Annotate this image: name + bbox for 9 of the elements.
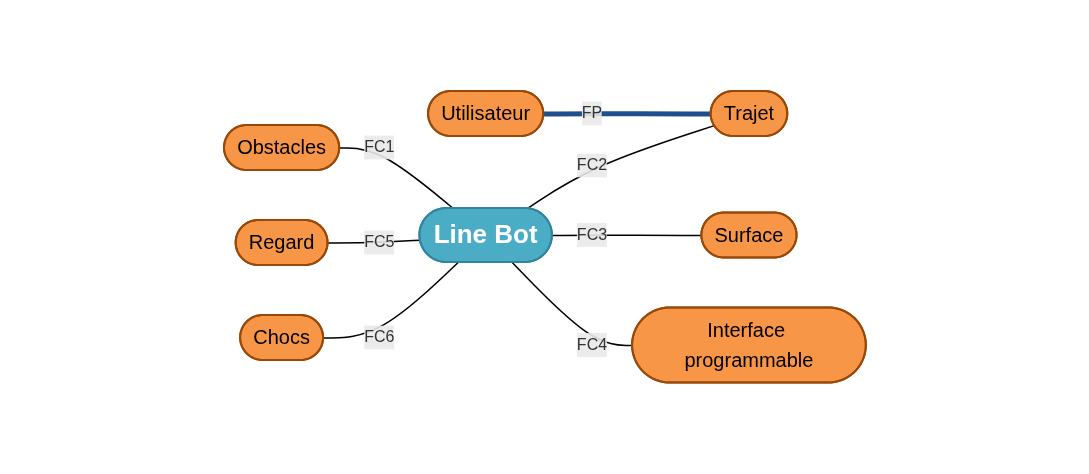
edge-label: FC1	[363, 138, 394, 156]
edge-label: FC5	[363, 233, 394, 251]
edge-label: FC4	[576, 336, 607, 354]
edge-label: FC3	[576, 226, 607, 244]
edge-label: FC2	[576, 156, 607, 174]
connector	[543, 111, 711, 117]
edge-label: FC6	[363, 328, 394, 346]
edge-label: FP	[581, 104, 602, 122]
connector	[526, 125, 715, 210]
